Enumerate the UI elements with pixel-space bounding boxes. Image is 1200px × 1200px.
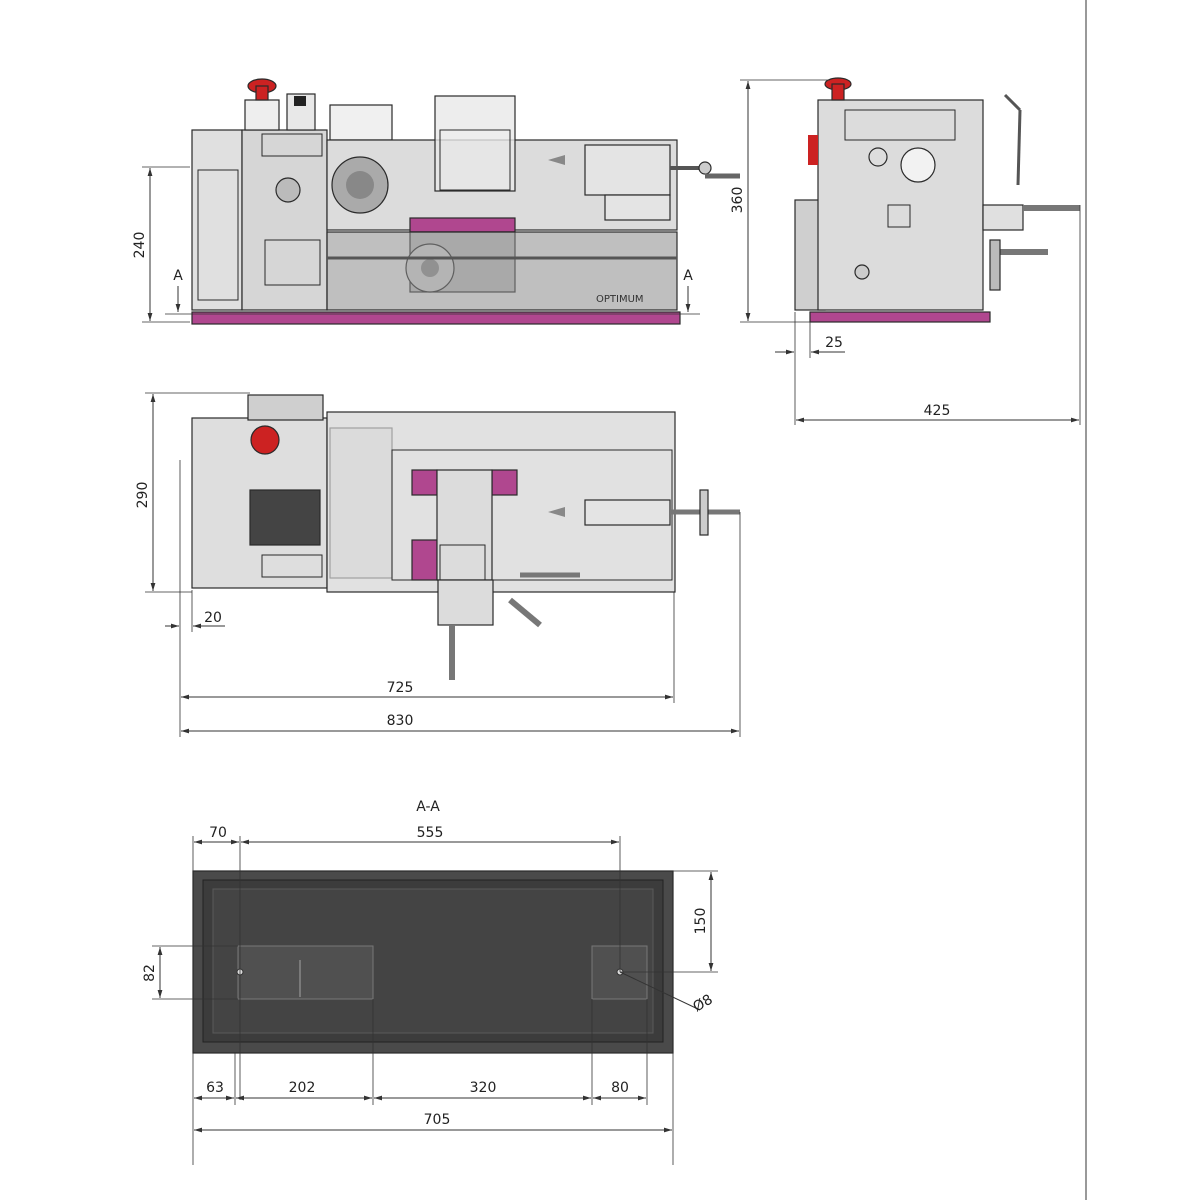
side-depth-dim: 425 [924, 403, 951, 419]
headstock-body [191, 129, 243, 311]
estop-housing [244, 99, 280, 131]
control-panel [241, 129, 328, 311]
top-tailstock [584, 499, 671, 526]
side-base-plate [809, 311, 991, 323]
brand-plate: OPTIMUM [596, 294, 644, 305]
speed-knob-icon [275, 177, 301, 203]
bottom-dim-4: 80 [611, 1080, 629, 1096]
side-view: 360 25 425 [730, 77, 1081, 425]
overall-length-dim: 830 [387, 713, 414, 729]
tailstock-wheel-icon [698, 161, 712, 175]
label-plate [261, 133, 323, 157]
warning-label-icon [887, 204, 911, 228]
front-view: OPTIMUM 240 A A [132, 78, 740, 325]
bottom-dim-2: 202 [289, 1080, 316, 1096]
info-panel [197, 169, 239, 301]
section-label: A-A [416, 799, 440, 815]
top-view: 290 20 725 830 [135, 392, 741, 737]
bottom-dim-1: 63 [206, 1080, 224, 1096]
section-right-vertical-dim: 150 [693, 908, 709, 935]
chuck-guard [329, 104, 393, 141]
front-height-dim: 240 [132, 232, 148, 259]
section-marker-left: A [173, 268, 183, 284]
top-offset-dim: 20 [204, 610, 222, 626]
hole-leader [619, 971, 701, 1011]
base-plate [191, 311, 681, 325]
side-height-dim: 360 [730, 187, 746, 214]
top-carriage [436, 469, 493, 581]
tailstock [584, 144, 671, 196]
gear-table [264, 239, 321, 286]
toolpost-guard [434, 95, 516, 192]
section-top-span-dim: 555 [417, 825, 444, 841]
section-top-left-dim: 70 [209, 825, 227, 841]
bed-base [326, 231, 678, 311]
top-estop-icon [250, 425, 280, 455]
side-offset-dim: 25 [825, 335, 843, 351]
section-overall-dim: 705 [424, 1112, 451, 1128]
section-left-vertical-dim: 82 [142, 964, 158, 982]
top-depth-dim: 290 [135, 482, 151, 509]
carriage-slide [409, 217, 516, 233]
section-marker-right: A [683, 268, 693, 284]
top-panel-window [249, 489, 321, 546]
side-dial-icon [900, 147, 936, 183]
bed-length-dim: 725 [387, 680, 414, 696]
hole-diameter-dim: Ø8 [690, 992, 715, 1016]
bottom-dim-3: 320 [470, 1080, 497, 1096]
section-view: A-A 70 555 150 82 Ø8 [142, 799, 718, 1165]
left-mounting-slot [237, 945, 374, 1000]
